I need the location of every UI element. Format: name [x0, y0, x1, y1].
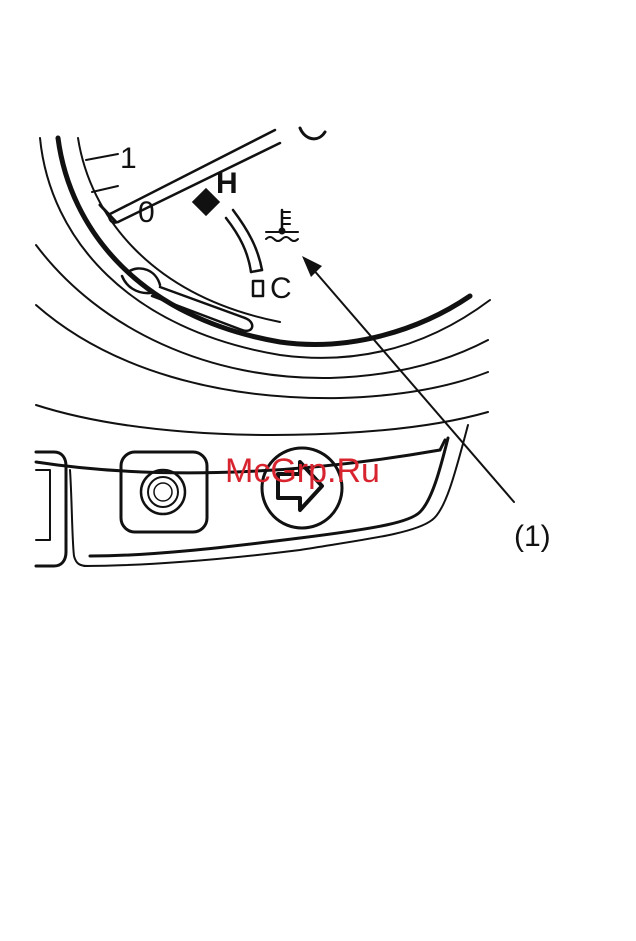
- gauge-bezel-arcs: [36, 128, 490, 473]
- watermark-text: McGrp.Ru: [225, 452, 380, 490]
- coolant-temperature-icon: [266, 210, 298, 241]
- lower-panel: [36, 425, 468, 566]
- cold-marker: [253, 281, 263, 296]
- tach-mark-one: 1: [120, 142, 137, 175]
- callout-label: (1): [514, 520, 551, 553]
- reset-knob-button[interactable]: [121, 452, 207, 532]
- tachometer-section: 1 0: [86, 130, 280, 229]
- hot-label: H: [216, 167, 238, 200]
- tach-mark-zero: 0: [138, 196, 155, 229]
- cold-label: C: [270, 272, 292, 305]
- callout-leader: (1): [302, 256, 551, 553]
